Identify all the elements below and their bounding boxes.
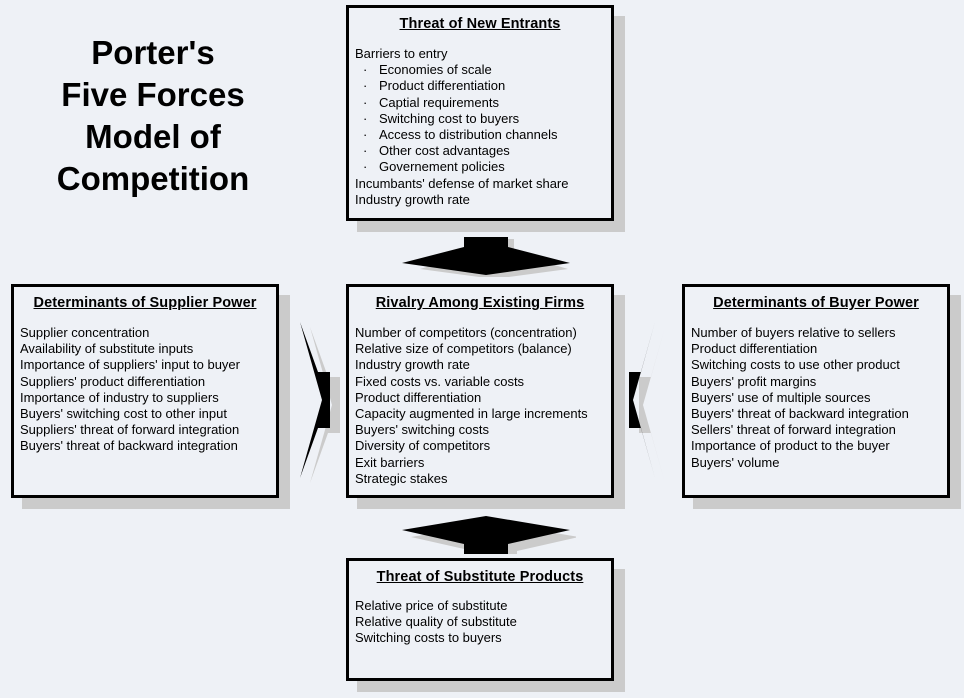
list-item: Suppliers' product differentiation: [20, 373, 206, 389]
arrow-up-to-rivalry-icon: [396, 506, 576, 554]
bullet-icon: ·: [363, 78, 368, 94]
title-line-4: Competition: [56, 160, 250, 197]
list-item: · Other cost advantages: [355, 143, 611, 159]
list-item: · Governement policies: [355, 159, 611, 175]
list-item: Product differentiation: [355, 389, 482, 405]
box-threat-of-new-entrants: Threat of New Entrants Barriers to entry…: [346, 5, 614, 221]
list-item: Fixed costs vs. variable costs: [355, 373, 525, 389]
box-heading-determinants-of-buyer-power: Determinants of Buyer Power: [713, 295, 919, 311]
list-item: Number of competitors (concentration): [355, 325, 577, 340]
list-item: Switching costs to use other product: [691, 357, 900, 373]
list-item: Importance of industry to suppliers: [20, 389, 219, 405]
list-threat-of-new-entrants: Barriers to entry·Economies of scale·Pro…: [349, 46, 611, 208]
arrow-down-to-rivalry-icon: [396, 237, 576, 277]
list-item: Buyers' volume: [691, 454, 780, 470]
box-heading-determinants-of-supplier-power: Determinants of Supplier Power: [33, 295, 257, 311]
list-item-label: Access to distribution channels: [379, 127, 558, 143]
list-item-label: Switching cost to buyers: [379, 110, 520, 126]
list-rivalry-among-existing-firms: Number of competitors (concentration)Rel…: [349, 325, 611, 487]
list-item: · Captial requirements: [355, 95, 611, 111]
list-item: Buyers' profit margins: [691, 373, 817, 389]
title-line-1: Porter's: [91, 34, 215, 71]
list-item: · Product differentiation: [355, 78, 611, 94]
box-threat-of-substitute-products: Threat of Substitute Products Relative p…: [346, 558, 614, 681]
diagram-title: Porter's Five Forces Model of Competitio…: [8, 32, 298, 200]
list-item: Capacity augmented in large increments: [355, 406, 588, 422]
list-item: Incumbants' defense of market share: [355, 175, 569, 191]
list-item: Buyers' threat of backward integration: [20, 438, 238, 454]
list-item: · Switching cost to buyers: [355, 111, 611, 127]
list-item: · Economies of scale: [355, 62, 611, 78]
list-item: Relative price of substitute: [355, 598, 508, 613]
list-item: Buyers' use of multiple sources: [691, 389, 871, 405]
list-item: Buyers' switching costs: [355, 422, 489, 438]
list-item-label: Other cost advantages: [379, 143, 510, 159]
list-item-label: Governement policies: [379, 159, 505, 175]
title-line-3: Model of: [85, 118, 221, 155]
list-item: Number of buyers relative to sellers: [691, 325, 896, 340]
bullet-icon: ·: [363, 127, 368, 143]
list-item: Buyers' switching cost to other input: [20, 406, 227, 422]
list-item: · Access to distribution channels: [355, 127, 611, 143]
bullet-icon: ·: [363, 94, 368, 110]
bullet-icon: ·: [363, 143, 368, 159]
box-rivalry-among-existing-firms: Rivalry Among Existing Firms Number of c…: [346, 284, 614, 498]
title-line-2: Five Forces: [61, 76, 245, 113]
list-item: Supplier concentration: [20, 325, 150, 340]
box-heading-threat-of-substitute-products: Threat of Substitute Products: [376, 569, 584, 585]
list-item: Availability of substitute inputs: [20, 341, 194, 357]
list-item-label: Product differentiation: [379, 78, 506, 94]
box-heading-threat-of-new-entrants: Threat of New Entrants: [399, 16, 561, 32]
list-item-label: Captial requirements: [379, 94, 499, 110]
list-item: Suppliers' threat of forward integration: [20, 422, 240, 438]
list-item: Exit barriers: [355, 454, 425, 470]
list-item: Importance of product to the buyer: [691, 438, 890, 454]
bullet-icon: ·: [363, 159, 368, 175]
list-item: Industry growth rate: [355, 357, 470, 373]
box-heading-rivalry-among-existing-firms: Rivalry Among Existing Firms: [375, 295, 585, 311]
arrow-right-to-rivalry-icon: [296, 316, 342, 484]
list-item: Diversity of competitors: [355, 438, 491, 454]
list-item: Relative quality of substitute: [355, 614, 517, 630]
list-item: Barriers to entry: [355, 46, 448, 61]
list-item: Buyers' threat of backward integration: [691, 406, 909, 422]
arrow-left-to-rivalry-icon: [627, 316, 673, 484]
list-item: Relative size of competitors (balance): [355, 341, 572, 357]
list-item: Importance of suppliers' input to buyer: [20, 357, 240, 373]
list-item: Product differentiation: [691, 341, 818, 357]
list-item: Sellers' threat of forward integration: [691, 422, 896, 438]
list-item: Switching costs to buyers: [355, 630, 502, 646]
box-determinants-of-buyer-power: Determinants of Buyer Power Number of bu…: [682, 284, 950, 498]
list-item: Industry growth rate: [355, 191, 470, 207]
list-item: Strategic stakes: [355, 470, 448, 486]
box-determinants-of-supplier-power: Determinants of Supplier Power Supplier …: [11, 284, 279, 498]
list-item-label: Economies of scale: [379, 62, 492, 78]
bullet-icon: ·: [363, 110, 368, 126]
bullet-icon: ·: [363, 62, 368, 78]
